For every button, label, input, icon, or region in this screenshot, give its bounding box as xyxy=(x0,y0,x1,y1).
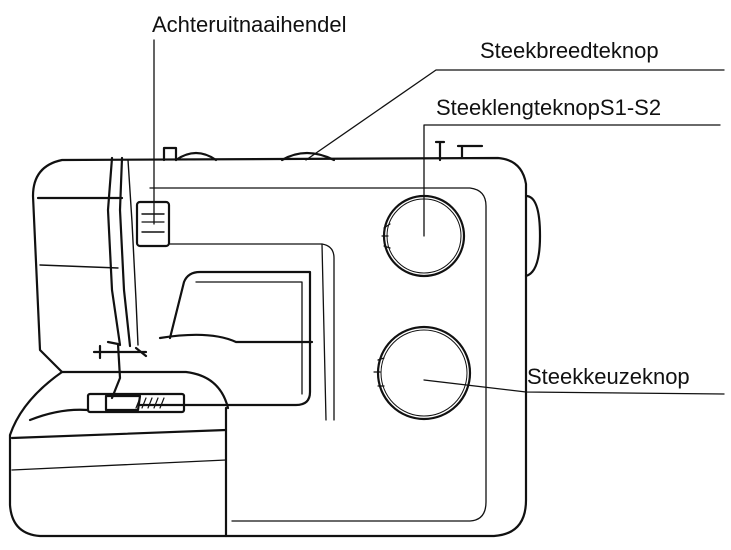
label-reverse-lever: Achteruitnaaihendel xyxy=(152,12,347,37)
presser-foot xyxy=(92,344,148,360)
pattern-selector-knob-ridges xyxy=(373,357,385,387)
bobbin-cover xyxy=(28,408,90,422)
reverse-lever-slot xyxy=(141,213,165,233)
leader-pattern-selector xyxy=(423,379,725,395)
harp-inner-edge xyxy=(195,281,303,395)
label-stitch-width-knob: Steekbreedteknop xyxy=(480,38,659,63)
leader-stitch-width xyxy=(305,69,725,161)
thread-disc-left xyxy=(174,151,218,162)
head-lower-line xyxy=(39,264,119,269)
presser-foot-bar xyxy=(106,340,122,400)
feed-dog-marks xyxy=(135,397,165,409)
reverse-lever xyxy=(135,200,171,248)
stitch-length-knob-ridges xyxy=(381,223,391,249)
free-arm-divider xyxy=(11,459,227,471)
bobbin-winder xyxy=(434,140,484,162)
handwheel xyxy=(524,194,542,278)
needle-bar xyxy=(106,156,122,347)
thread-disc-right xyxy=(280,151,336,162)
pattern-selector-knob xyxy=(376,325,472,421)
label-pattern-selector-knob: Steekkeuzeknop xyxy=(527,364,690,389)
pattern-selector-knob-rim xyxy=(380,329,468,417)
arm-lower-curve xyxy=(158,333,314,344)
harp-opening xyxy=(138,270,312,407)
front-panel-outline xyxy=(149,187,487,522)
label-stitch-length-knob: SteeklengteknopS1-S2 xyxy=(436,95,662,120)
needle-bar-inner xyxy=(118,156,132,348)
leader-stitch-length xyxy=(423,124,721,237)
machine-outer-body xyxy=(8,156,528,538)
bed-top xyxy=(60,370,230,410)
needle-plate xyxy=(86,392,186,414)
spool-pin-left xyxy=(162,146,178,162)
cover-line-vertical xyxy=(321,243,327,421)
presser-foot-shoe xyxy=(104,394,142,412)
thread-guide xyxy=(127,159,139,346)
bed-front-edge xyxy=(10,428,228,440)
